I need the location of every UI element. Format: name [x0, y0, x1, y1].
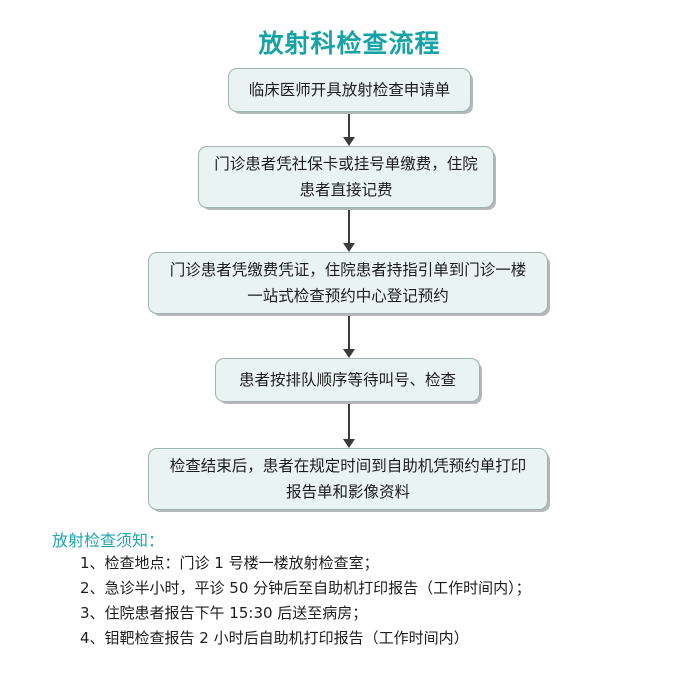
- flow-arrow-4: [342, 404, 356, 448]
- arrow-shaft: [348, 404, 350, 440]
- flow-node-step-1: 临床医师开具放射检查申请单: [228, 68, 471, 112]
- flowchart-diagram: 临床医师开具放射检查申请单 门诊患者凭社保卡或挂号单缴费，住院患者直接记费 门诊…: [148, 68, 548, 510]
- flow-node-step-4: 患者按排队顺序等待叫号、检查: [215, 358, 480, 402]
- notice-list-item: 1、检查地点：门诊 1 号楼一楼放射检查室；: [80, 554, 379, 572]
- flow-node-step-3: 门诊患者凭缴费凭证，住院患者持指引单到门诊一楼一站式检查预约中心登记预约: [148, 252, 548, 314]
- flow-node-label: 门诊患者凭缴费凭证，住院患者持指引单到门诊一楼一站式检查预约中心登记预约: [169, 261, 527, 305]
- flow-arrow-1: [342, 114, 356, 146]
- flow-node-step-2: 门诊患者凭社保卡或挂号单缴费，住院患者直接记费: [198, 146, 494, 208]
- notice-list: 1、检查地点：门诊 1 号楼一楼放射检查室； 2、急诊半小时，平诊 50 分钟后…: [80, 551, 680, 651]
- arrow-shaft: [348, 210, 350, 244]
- flow-node-step-5: 检查结束后，患者在规定时间到自助机凭预约单打印报告单和影像资料: [148, 448, 548, 510]
- notice-list-item: 4、钼靶检查报告 2 小时后自助机打印报告（工作时间内）: [80, 629, 469, 647]
- arrow-head-icon: [343, 243, 355, 252]
- notice-heading: 放射检查须知：: [52, 531, 165, 550]
- arrow-shaft: [348, 316, 350, 350]
- arrow-head-icon: [343, 439, 355, 448]
- notice-list-item: 2、急诊半小时，平诊 50 分钟后至自助机打印报告（工作时间内）；: [80, 579, 531, 597]
- arrow-shaft: [348, 114, 350, 138]
- flow-arrow-2: [342, 210, 356, 252]
- notice-list-item: 3、住院患者报告下午 15:30 后送至病房；: [80, 604, 368, 622]
- flow-arrow-3: [342, 316, 356, 358]
- flow-node-label: 检查结束后，患者在规定时间到自助机凭预约单打印报告单和影像资料: [169, 457, 527, 501]
- flow-node-label: 门诊患者凭社保卡或挂号单缴费，住院患者直接记费: [214, 155, 478, 199]
- arrow-head-icon: [343, 137, 355, 146]
- arrow-head-icon: [343, 349, 355, 358]
- flow-node-label: 临床医师开具放射检查申请单: [248, 81, 451, 99]
- page-title: 放射科检查流程: [258, 29, 441, 58]
- flow-node-label: 患者按排队顺序等待叫号、检查: [238, 371, 456, 389]
